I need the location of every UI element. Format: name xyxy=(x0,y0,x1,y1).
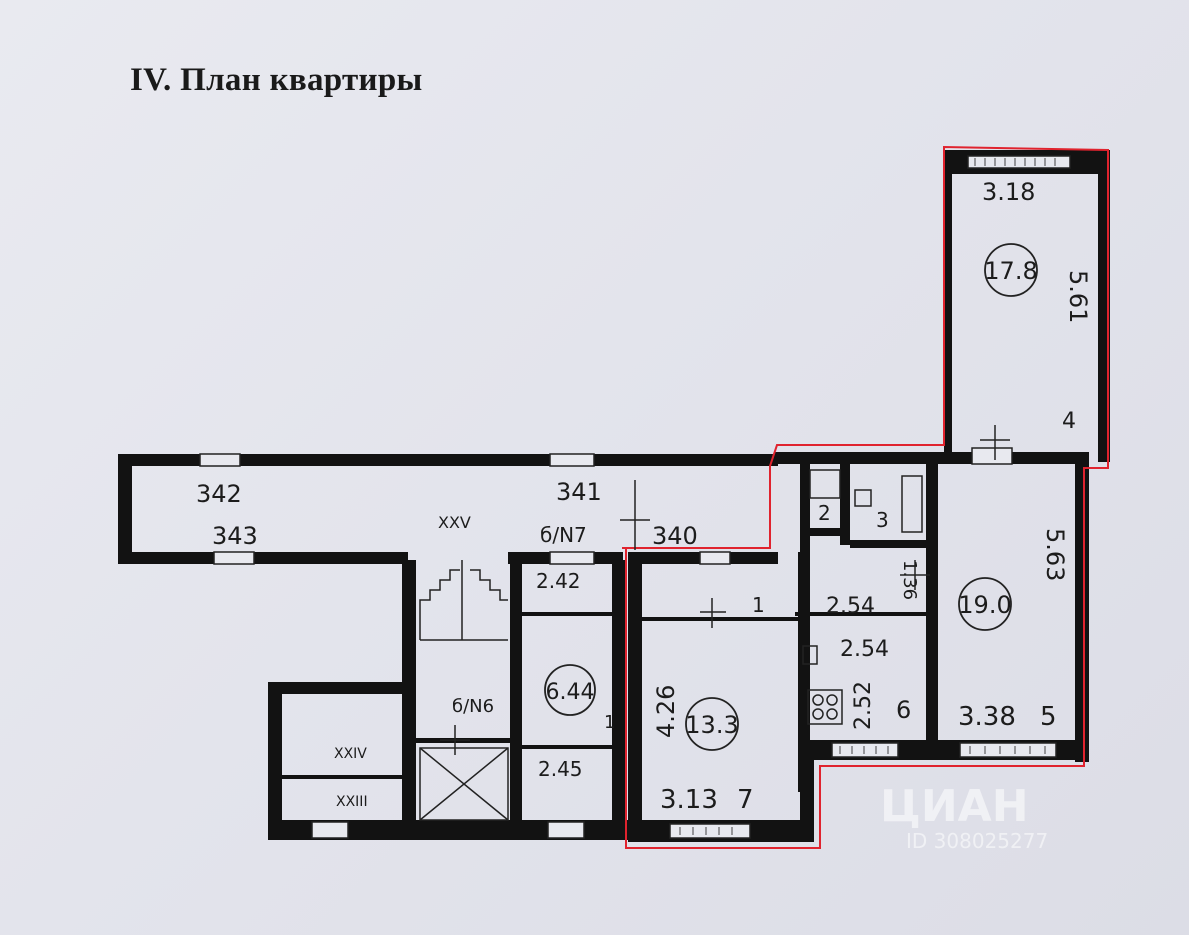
room-4-circle xyxy=(984,243,1038,297)
room-4-length: 5.61 xyxy=(1064,270,1092,323)
page-title: IV. План квартиры xyxy=(130,62,423,98)
watermark-logo: ЦИАН xyxy=(880,781,1029,832)
room-7-area: 13.3 xyxy=(685,711,738,739)
room-6-number: 6 xyxy=(896,696,911,724)
apartment-outline xyxy=(622,145,1109,849)
label-2-45: 2.45 xyxy=(538,757,583,781)
hall-width-b: 2.54 xyxy=(840,637,889,662)
room-2-number: 2 xyxy=(818,501,831,525)
label-xxiv: XXIV xyxy=(334,746,367,762)
room-1-circle xyxy=(544,664,596,716)
watermark: ЦИАН ID 308025277 xyxy=(880,781,1100,854)
room-5-circle xyxy=(958,577,1012,631)
room-5-length: 5.63 xyxy=(1041,528,1069,581)
room-7-width: 3.13 xyxy=(660,785,718,815)
label-xxv: XXV xyxy=(438,513,471,532)
hall-small: 1.36 xyxy=(899,560,920,600)
room-4-number: 4 xyxy=(1062,409,1076,434)
label-6n6: б/N6 xyxy=(452,696,494,717)
fixtures xyxy=(802,469,923,725)
room-5-area: 19.0 xyxy=(958,591,1011,619)
label-2-42: 2.42 xyxy=(536,569,581,593)
room-5-number: 5 xyxy=(1040,702,1057,732)
label-342: 342 xyxy=(196,480,242,508)
room-7-length: 4.26 xyxy=(652,685,680,738)
label-341: 341 xyxy=(556,478,602,506)
room-5-width: 3.38 xyxy=(958,702,1016,732)
label-340: 340 xyxy=(652,522,698,550)
room-6-length: 2.52 xyxy=(851,681,876,730)
label-6n7: б/N7 xyxy=(540,523,587,547)
label-343: 343 xyxy=(212,522,258,550)
room-4-width: 3.18 xyxy=(982,178,1035,206)
staircase xyxy=(419,560,509,821)
label-xxiii: XXIII xyxy=(336,794,368,810)
hall-width-a: 2.54 xyxy=(826,594,875,619)
room-3-number: 3 xyxy=(876,508,889,532)
corridor-number: 1 xyxy=(752,593,765,617)
walls xyxy=(118,150,1110,842)
room-4-area: 17.8 xyxy=(984,257,1037,285)
room-1-number: 1 xyxy=(604,712,615,733)
watermark-id: ID 308025277 xyxy=(906,829,1049,853)
room-7-circle xyxy=(685,697,739,751)
room-1-area: 6.44 xyxy=(546,680,595,705)
room-7-number: 7 xyxy=(737,785,754,815)
